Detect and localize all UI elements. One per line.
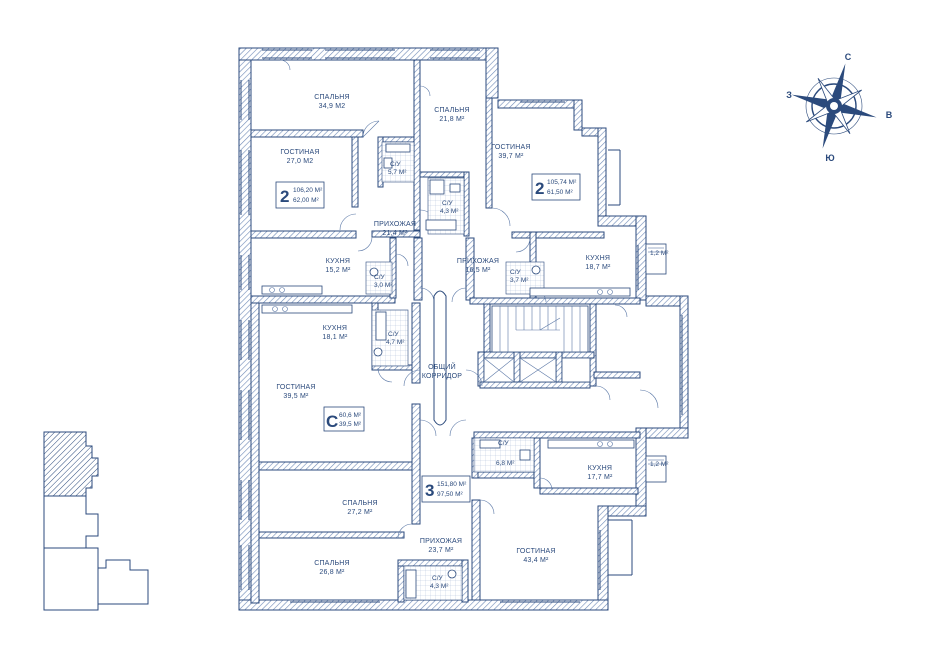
apartment-living: 97,50 М² xyxy=(437,491,463,498)
apartment-rooms: 2 xyxy=(280,187,289,206)
room-title: С/У xyxy=(390,161,402,168)
room-title: КУХНЯ xyxy=(588,465,612,472)
apartment-badge-b: 2 105,74 М² 61,50 М² xyxy=(531,173,581,201)
apartment-badge-c: С 60,6 М² 39,5 М² xyxy=(323,406,365,432)
room-title: СПАЛЬНЯ xyxy=(434,107,470,114)
compass-east: В xyxy=(886,110,893,120)
apartment-badge-d: 3 151,80 М² 97,50 М² xyxy=(421,475,471,503)
room-title: ГОСТИНАЯ xyxy=(276,384,315,391)
interior-walls xyxy=(250,59,641,604)
room-title: КУХНЯ xyxy=(586,255,610,262)
room-area: 16,5 М² xyxy=(465,267,491,274)
compass-north: С xyxy=(845,52,852,62)
room-title: ПРИХОЖАЯ xyxy=(374,221,416,228)
apartment-total: 105,74 М² xyxy=(547,179,577,186)
room-title: С/У xyxy=(432,575,444,582)
apartment-rooms: 2 xyxy=(535,179,544,198)
room-area: 18,7 М² xyxy=(585,264,611,271)
apartment-rooms: С xyxy=(326,412,338,431)
apartment-living: 39,5 М² xyxy=(339,421,362,428)
room-area: 17,7 М² xyxy=(587,474,613,481)
apartment-living: 62,00 М² xyxy=(293,197,319,204)
room-title: КУХНЯ xyxy=(323,325,347,332)
room-title: СПАЛЬНЯ xyxy=(314,560,350,567)
room-area: 3,7 М² xyxy=(510,277,529,284)
room-title: С/У xyxy=(498,440,510,447)
apartment-living: 61,50 М² xyxy=(547,189,573,196)
room-title: ГОСТИНАЯ xyxy=(280,149,319,156)
room-area: 6,8 М² xyxy=(496,460,515,467)
balcony-area: 1,2 М² xyxy=(650,461,669,468)
elevators xyxy=(483,357,591,383)
compass-west: З xyxy=(786,90,792,100)
room-title: С/У xyxy=(510,269,522,276)
room-title: ГОСТИНАЯ xyxy=(516,548,555,555)
room-area: 4,3 М² xyxy=(430,583,449,590)
room-area: 27,0 М2 xyxy=(287,158,314,165)
room-area: 3,0 М² xyxy=(374,282,393,289)
room-title: ГОСТИНАЯ xyxy=(491,144,530,151)
room-area: 39,7 М² xyxy=(498,153,524,160)
room-area: 23,7 М² xyxy=(428,547,454,554)
kitchen-counters xyxy=(261,285,635,449)
room-area: 43,4 М² xyxy=(523,557,549,564)
room-area: 21,4 М² xyxy=(382,230,408,237)
room-title: С/У xyxy=(374,274,386,281)
room-title: СПАЛЬНЯ xyxy=(314,94,350,101)
bathroom-fixtures xyxy=(365,141,545,601)
room-area: 4,3 М² xyxy=(440,208,459,215)
key-plan xyxy=(43,431,149,611)
balcony-bottom xyxy=(645,455,667,483)
room-area: 5,7 М² xyxy=(388,169,407,176)
room-area: 21,8 М² xyxy=(439,116,465,123)
balcony-top xyxy=(645,243,667,275)
apartment-total: 60,6 М² xyxy=(339,412,362,419)
corridor-shaft xyxy=(433,290,447,426)
room-title-2: КОРРИДОР xyxy=(422,373,462,380)
stairwell xyxy=(491,305,589,353)
room-title: ПРИХОЖАЯ xyxy=(457,258,499,265)
apartment-total: 106,20 М² xyxy=(293,187,323,194)
room-area: 34,9 М2 xyxy=(319,103,346,110)
room-area: 18,1 М² xyxy=(322,334,348,341)
room-area: 27,2 М² xyxy=(347,509,373,516)
room-title: КУХНЯ xyxy=(326,258,350,265)
room-labels: СПАЛЬНЯ 34,9 М2 СПАЛЬНЯ 21,8 М² ГОСТИНАЯ… xyxy=(276,94,669,590)
windows xyxy=(240,49,683,603)
compass-rose: С Ю З В xyxy=(786,52,893,163)
room-area: 4,7 М² xyxy=(386,339,405,346)
room-title: С/У xyxy=(388,331,400,338)
balcony-area: 1,2 М² xyxy=(650,250,669,257)
room-area: 26,8 М² xyxy=(319,569,345,576)
room-title: ПРИХОЖАЯ xyxy=(420,538,462,545)
apartment-total: 151,80 М² xyxy=(437,481,467,488)
room-area: 39,5 М² xyxy=(283,393,309,400)
apartment-rooms: 3 xyxy=(425,481,434,500)
room-area: 15,2 М² xyxy=(325,267,351,274)
room-title: ОБЩИЙ xyxy=(428,362,456,371)
compass-south: Ю xyxy=(825,153,834,163)
room-title: СПАЛЬНЯ xyxy=(342,500,378,507)
room-title: С/У xyxy=(442,200,454,207)
apartment-badge-a: 2 106,20 М² 62,00 М² xyxy=(275,181,325,209)
